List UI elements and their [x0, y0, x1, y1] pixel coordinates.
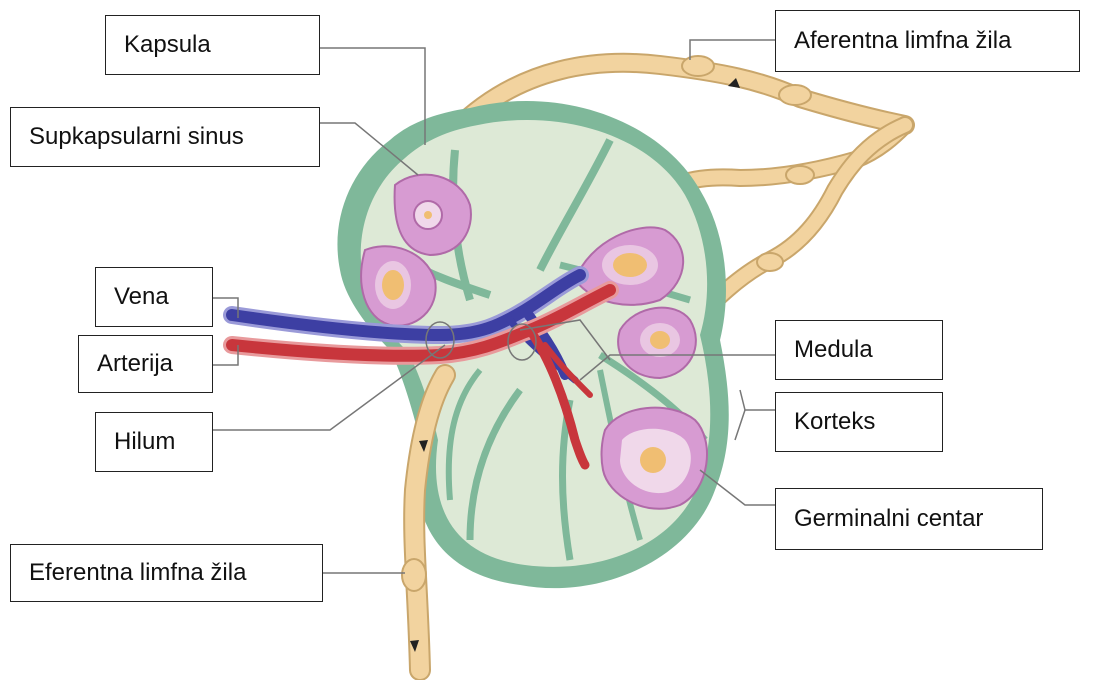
- label-hilum: Hilum: [95, 412, 213, 472]
- label-supkapsularni-sinus: Supkapsularni sinus: [10, 107, 320, 167]
- label-kapsula: Kapsula: [105, 15, 320, 75]
- label-germinalni-centar: Germinalni centar: [775, 488, 1043, 550]
- label-vena: Vena: [95, 267, 213, 327]
- label-aferentna-limfna-zila: Aferentna limfna žila: [775, 10, 1080, 72]
- label-korteks: Korteks: [775, 392, 943, 452]
- label-eferentna-limfna-zila: Eferentna limfna žila: [10, 544, 323, 602]
- label-medula: Medula: [775, 320, 943, 380]
- label-arterija: Arterija: [78, 335, 213, 393]
